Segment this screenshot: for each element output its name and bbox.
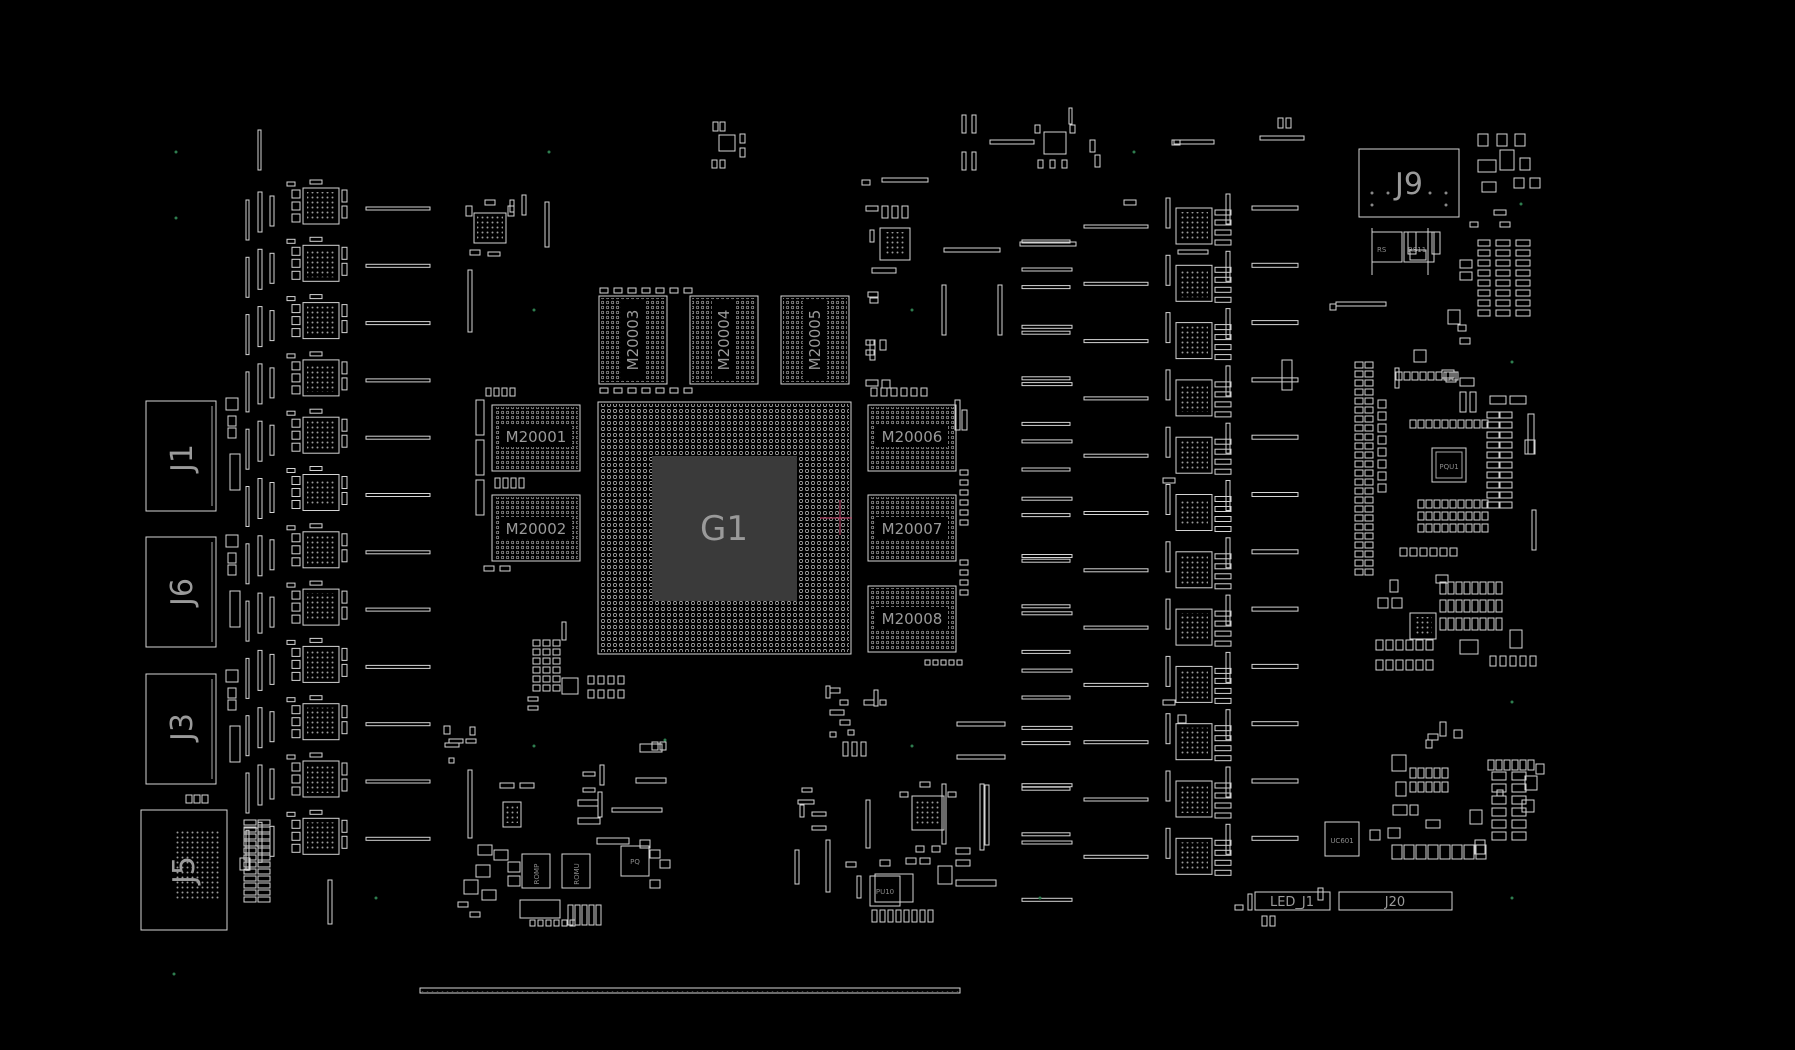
ic-pu10[interactable]: PU10 <box>869 875 901 907</box>
pcie-edge-connector[interactable] <box>419 987 961 994</box>
connector-j3[interactable]: J3 <box>145 673 217 785</box>
j6-label: J6 <box>165 578 200 608</box>
pqu1-label: PQU1 <box>1439 463 1458 471</box>
connector-j1[interactable]: J1 <box>145 400 217 512</box>
m20001-label: M20001 <box>506 428 567 446</box>
romu-label: ROMU <box>573 863 581 885</box>
memory-m20001[interactable]: M20001 <box>491 404 581 472</box>
connector-led-j1[interactable]: LED_J1 <box>1254 891 1331 911</box>
g1-label: G1 <box>700 509 748 549</box>
rs-label: RS <box>1377 246 1387 254</box>
cursor-crosshair <box>820 500 852 535</box>
memory-m20002[interactable]: M20002 <box>491 494 581 562</box>
memory-m20004[interactable]: M20004 <box>689 295 759 385</box>
memory-m20006[interactable]: M20006 <box>867 404 957 472</box>
led-j1-label: LED_J1 <box>1270 895 1314 910</box>
memory-m20003[interactable]: M20003 <box>598 295 668 385</box>
shunt-resistors[interactable]: RS RS11 <box>1371 228 1435 275</box>
vias <box>172 150 1523 976</box>
romp-label: ROMP <box>533 864 541 885</box>
j1-label: J1 <box>165 444 200 474</box>
j9-label: J9 <box>1393 167 1423 202</box>
pu10-label: PU10 <box>876 888 894 896</box>
uc601-label: UC601 <box>1330 837 1353 845</box>
j20-label: J20 <box>1384 895 1405 910</box>
memory-m20007[interactable]: M20007 <box>867 494 957 562</box>
ic-romp[interactable]: ROMP <box>521 853 551 889</box>
ic-uc601[interactable]: UC601 <box>1324 821 1360 857</box>
connector-j6[interactable]: J6 <box>145 536 217 648</box>
gpu-g1[interactable]: G1 <box>597 401 852 655</box>
ic-pqu1[interactable]: PQU1 <box>1431 447 1467 483</box>
m20005-label: M20005 <box>806 310 824 371</box>
j3-label: J3 <box>165 713 200 743</box>
memory-m20008[interactable]: M20008 <box>867 585 957 653</box>
memory-m20005[interactable]: M20005 <box>780 295 850 385</box>
connector-j5[interactable]: J5 <box>140 809 228 931</box>
m20002-label: M20002 <box>506 520 567 538</box>
m20003-label: M20003 <box>624 310 642 371</box>
connector-j20[interactable]: J20 <box>1338 891 1453 911</box>
m20006-label: M20006 <box>882 428 943 446</box>
pq-label: PQ <box>630 858 640 866</box>
connector-j9[interactable]: J9 <box>1358 148 1460 218</box>
m20007-label: M20007 <box>882 520 943 538</box>
m20008-label: M20008 <box>882 610 943 628</box>
passive-components <box>185 107 1545 927</box>
ic-pq[interactable]: PQ <box>620 845 650 877</box>
ic-romu[interactable]: ROMU <box>561 853 591 889</box>
j5-label: J5 <box>167 856 202 886</box>
m20004-label: M20004 <box>715 310 733 371</box>
